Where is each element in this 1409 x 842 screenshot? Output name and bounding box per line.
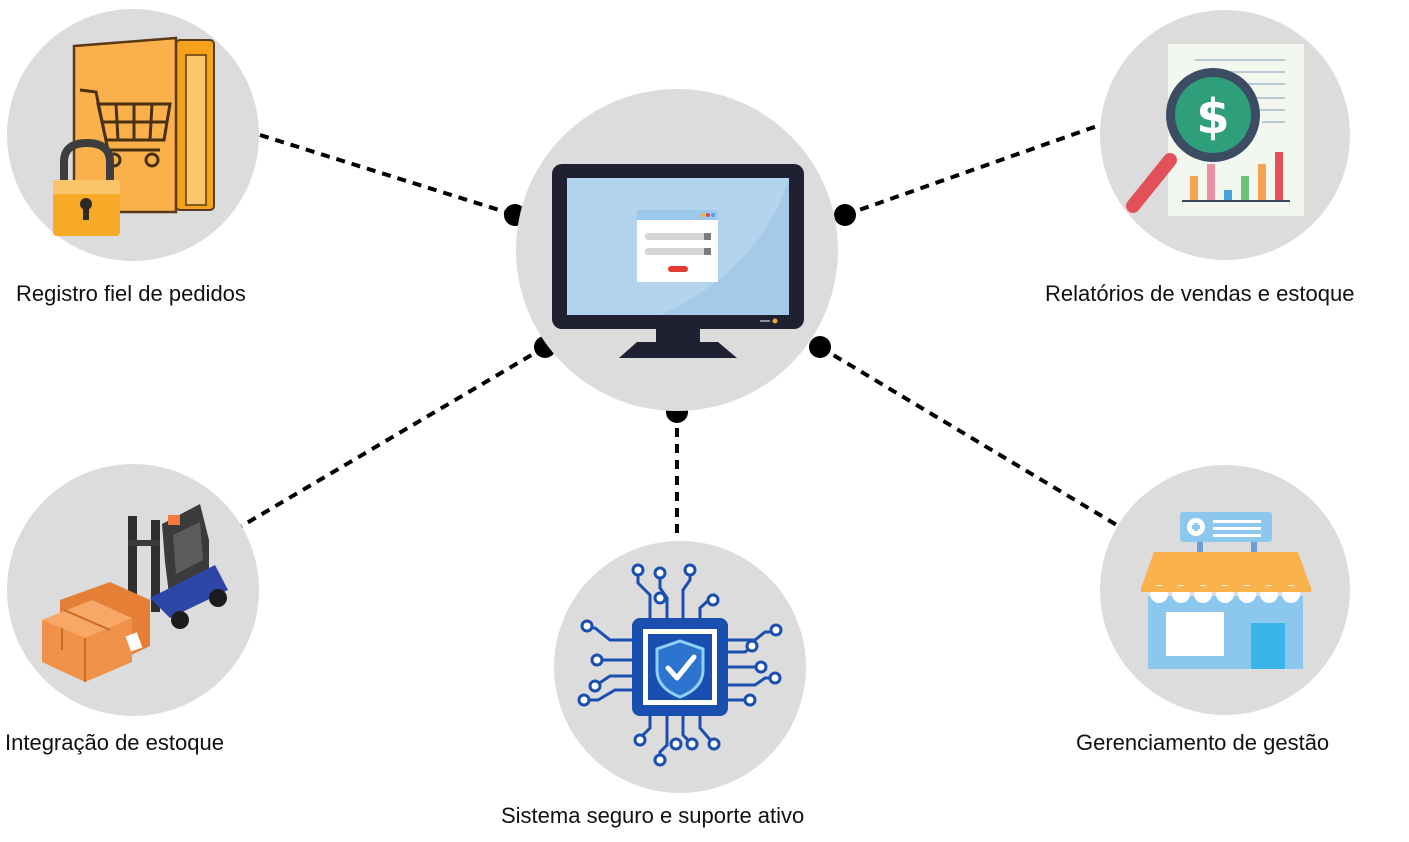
connector-dot	[834, 204, 856, 226]
node-seguranca	[554, 541, 806, 793]
connector-integracao	[238, 345, 547, 529]
connector-dot	[809, 336, 831, 358]
node-relatorios: $	[1100, 10, 1350, 260]
order-folder-lock-icon	[53, 36, 215, 236]
sales-report-magnifier-icon: $	[1126, 44, 1304, 216]
connector-relatorios	[844, 123, 1101, 217]
label-seguranca: Sistema seguro e suporte ativo	[501, 803, 805, 828]
storefront-icon	[1141, 512, 1311, 669]
label-registro: Registro fiel de pedidos	[16, 281, 246, 306]
svg-text:$: $	[1196, 89, 1229, 145]
connector-gestao	[818, 345, 1122, 529]
forklift-boxes-icon	[42, 504, 228, 682]
node-registro	[7, 9, 259, 261]
computer-monitor-icon	[552, 164, 804, 358]
label-relatorios: Relatórios de vendas e estoque	[1045, 281, 1355, 306]
connector-registro	[259, 133, 516, 217]
security-chip-shield-icon	[577, 563, 783, 767]
node-integracao	[7, 464, 259, 716]
node-gestao	[1100, 465, 1350, 715]
connectors	[238, 123, 1122, 540]
label-integracao: Integração de estoque	[5, 730, 224, 755]
center-node	[516, 89, 838, 411]
label-gestao: Gerenciamento de gestão	[1076, 730, 1330, 755]
